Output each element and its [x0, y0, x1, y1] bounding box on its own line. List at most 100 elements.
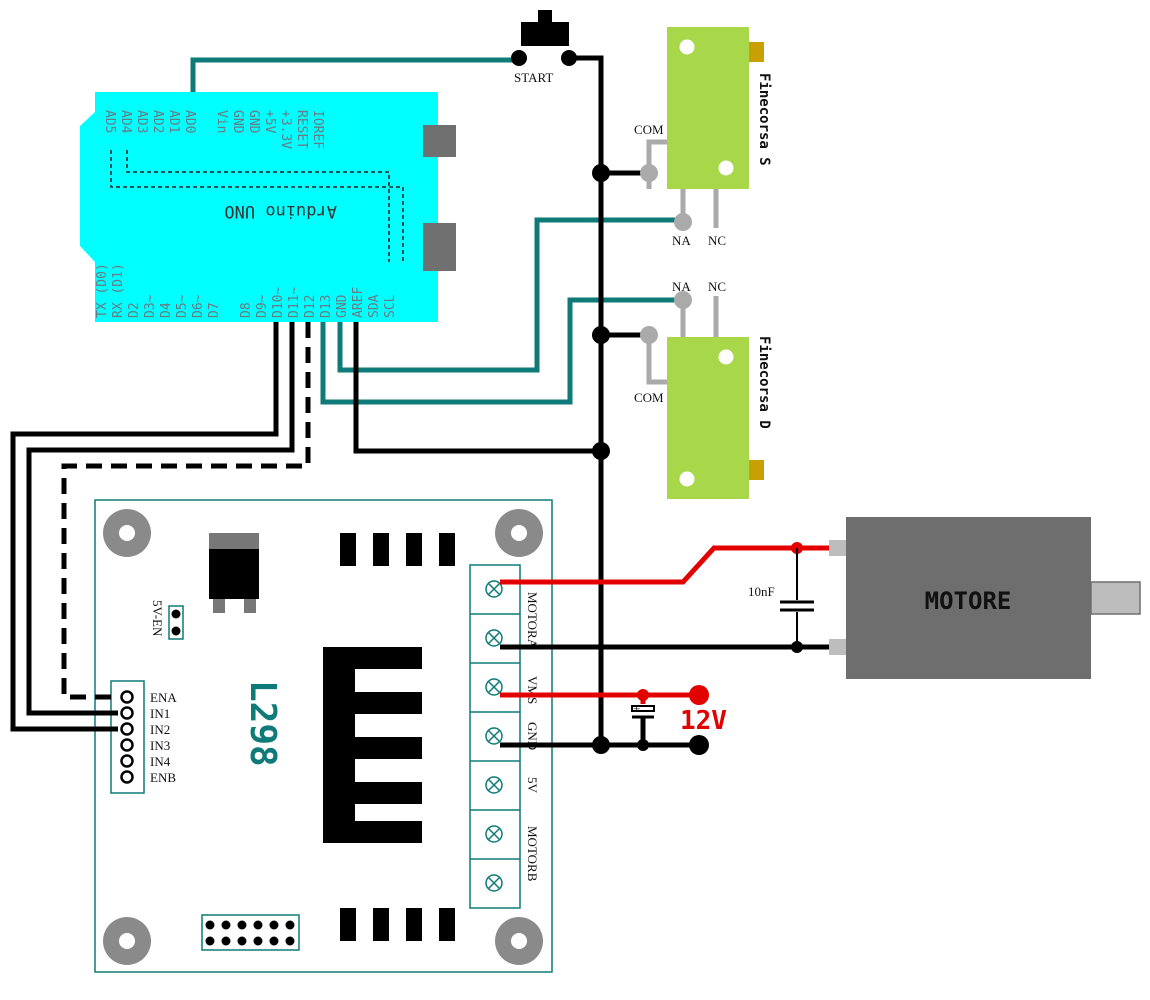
- pin-label: AD0: [182, 110, 197, 133]
- smd-component: [373, 533, 389, 566]
- header-pin-label: IN4: [150, 754, 171, 769]
- limit-switch-d: [640, 291, 764, 499]
- pin-label: GND: [335, 294, 350, 318]
- header-pin-label: IN1: [150, 706, 170, 721]
- screw-terminal-block[interactable]: [469, 564, 521, 909]
- l298-driver-board: L298 5V-EN ENA IN1 IN2 IN3 IN4 ENB: [94, 499, 553, 973]
- pin-label: AD5: [102, 110, 117, 133]
- start-button[interactable]: [511, 10, 577, 66]
- pin-label: D13: [319, 295, 334, 318]
- smd-component: [406, 533, 422, 566]
- switch-s-nc-label: NC: [708, 233, 726, 248]
- pin-label: RX (D1): [111, 263, 126, 318]
- smd-component: [406, 908, 422, 941]
- mounting-hole: [103, 917, 151, 965]
- terminal-label: MOTORB: [525, 826, 540, 882]
- l298-title: L298: [242, 680, 283, 767]
- control-wires: [10, 322, 311, 732]
- wire-in2: [10, 322, 279, 732]
- electrolytic-capacitor: +: [631, 701, 655, 719]
- supply-voltage-label: 12V: [680, 706, 727, 736]
- bottom-pin-header: [201, 914, 300, 951]
- pin-label: AD1: [166, 110, 181, 133]
- terminal-label: VMS: [525, 676, 540, 704]
- switch-d-com-label: COM: [634, 390, 664, 405]
- mounting-hole: [495, 509, 543, 557]
- pin-label: D9~: [255, 294, 270, 318]
- junction-dot: [592, 442, 610, 460]
- pin-label: AD3: [134, 110, 149, 133]
- supply-positive-terminal: [689, 685, 709, 705]
- switch-s-com-label: COM: [634, 122, 664, 137]
- pin-label: D11~: [287, 287, 302, 318]
- pin-label: D4: [159, 302, 174, 318]
- pin-label: D2: [127, 302, 142, 318]
- pin-label: GND: [246, 110, 261, 134]
- pin-label: TX (D0): [95, 263, 110, 318]
- pin-label: Vin: [214, 110, 229, 133]
- wire-d12-to-switch-s: [337, 217, 685, 373]
- limit-switch-s: [640, 27, 764, 231]
- dc-motor: MOTORE: [829, 517, 1141, 679]
- pin-label: RESET: [294, 110, 309, 149]
- arduino-title: Arduino UNO: [224, 201, 337, 221]
- junction-dot: [637, 689, 649, 701]
- pin-label: D7: [207, 302, 222, 318]
- terminal-label: 5V: [525, 777, 540, 794]
- pin-label: D10~: [271, 287, 286, 318]
- pin-label: IOREF: [310, 110, 325, 149]
- start-label: START: [514, 70, 553, 85]
- jumper-label: 5V-EN: [150, 600, 165, 637]
- junction-dot: [592, 736, 610, 754]
- control-header[interactable]: [110, 680, 145, 794]
- pin-label: D8: [239, 302, 254, 318]
- motor-shaft: [1090, 581, 1141, 615]
- header-pin-label: ENB: [150, 770, 176, 785]
- switch-d-na-label: NA: [672, 279, 691, 294]
- junction-dot: [592, 164, 610, 182]
- wire-ena: [61, 322, 311, 700]
- wire-start-to-arduino: [190, 57, 518, 92]
- pin-label: D12: [303, 295, 318, 318]
- capacitor-label: 10nF: [748, 584, 775, 599]
- header-pin-label: IN2: [150, 722, 170, 737]
- ground-terminal: [689, 735, 709, 755]
- capacitor-plus-sign: +: [633, 701, 640, 716]
- switch-s-title: Finecorsa S: [756, 73, 772, 166]
- pin-label: D3~: [143, 294, 158, 318]
- pin-label: +3.3V: [278, 110, 293, 149]
- signal-wires: [190, 57, 685, 405]
- switch-s-na-label: NA: [672, 233, 691, 248]
- smd-component: [340, 533, 356, 566]
- pin-label: AREF: [351, 287, 366, 318]
- 5v-enable-jumper[interactable]: [168, 605, 184, 640]
- wire-in1: [26, 322, 295, 716]
- voltage-regulator: [209, 533, 259, 613]
- pin-label: AD4: [118, 110, 133, 134]
- pin-label: D5~: [175, 294, 190, 318]
- mounting-hole: [495, 917, 543, 965]
- pin-label: D6~: [191, 294, 206, 318]
- power-wires: [500, 542, 829, 705]
- l298-heatsink: [323, 647, 422, 843]
- pin-label: SCL: [383, 294, 398, 318]
- smd-component: [373, 908, 389, 941]
- ceramic-capacitor: [780, 548, 814, 647]
- junction-dot: [637, 739, 649, 751]
- wire-d11-to-switch-d: [320, 297, 685, 405]
- terminal-label: MOTORA: [525, 592, 540, 649]
- arduino-uno-board: Arduino UNO AD5 AD4 AD3 AD2 AD1 AD0 Vin …: [80, 92, 456, 322]
- arduino-usb-connector: [423, 125, 456, 157]
- header-pin-label: IN3: [150, 738, 170, 753]
- pin-label: SDA: [367, 294, 382, 318]
- smd-component: [439, 908, 455, 941]
- switch-d-nc-label: NC: [708, 279, 726, 294]
- pin-label: +5V: [262, 110, 277, 134]
- junction-dot: [592, 326, 610, 344]
- mounting-hole: [103, 509, 151, 557]
- arduino-power-jack: [423, 223, 456, 271]
- smd-component: [340, 908, 356, 941]
- header-pin-label: ENA: [150, 690, 177, 705]
- pin-label: GND: [230, 110, 245, 134]
